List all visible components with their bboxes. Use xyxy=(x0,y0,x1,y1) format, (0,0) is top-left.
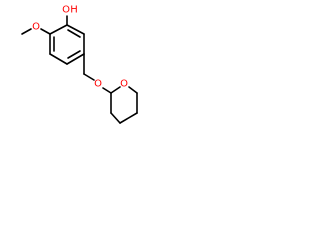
bond-methoxy-o-ch3 xyxy=(21,28,32,35)
hydroxyl-oxygen-label: O xyxy=(62,5,70,16)
bond-c1-c2 xyxy=(49,24,68,35)
bond-c1-methoxy-o xyxy=(40,28,51,35)
benzene-ring xyxy=(49,24,85,65)
hydroxyl-hydrogen-label: H xyxy=(70,5,78,16)
bond-c2-ring-o xyxy=(110,86,121,94)
double-bond-c4-c5 xyxy=(67,50,81,59)
bond-c2-c3 xyxy=(66,24,85,35)
bond-c5-c4 xyxy=(119,112,138,124)
tetrahydropyran-ring xyxy=(110,86,138,124)
bond-ether-o-c2 xyxy=(102,87,112,94)
bond-c5-c6 xyxy=(49,53,68,65)
methoxy-oxygen-label: O xyxy=(32,22,40,33)
bond-c4-c5 xyxy=(66,53,85,65)
bond-ch2-ether-o xyxy=(83,73,95,81)
ring-oxygen-label: O xyxy=(120,79,128,90)
bond-ring-o-c6 xyxy=(128,86,138,94)
ether-oxygen-label: O xyxy=(94,79,102,90)
bond-c4-c3 xyxy=(110,112,121,124)
double-bond-c2-c3 xyxy=(67,29,81,38)
structure-diagram: O H O O O xyxy=(0,0,150,150)
molecule-svg: O H O O O xyxy=(21,5,138,124)
